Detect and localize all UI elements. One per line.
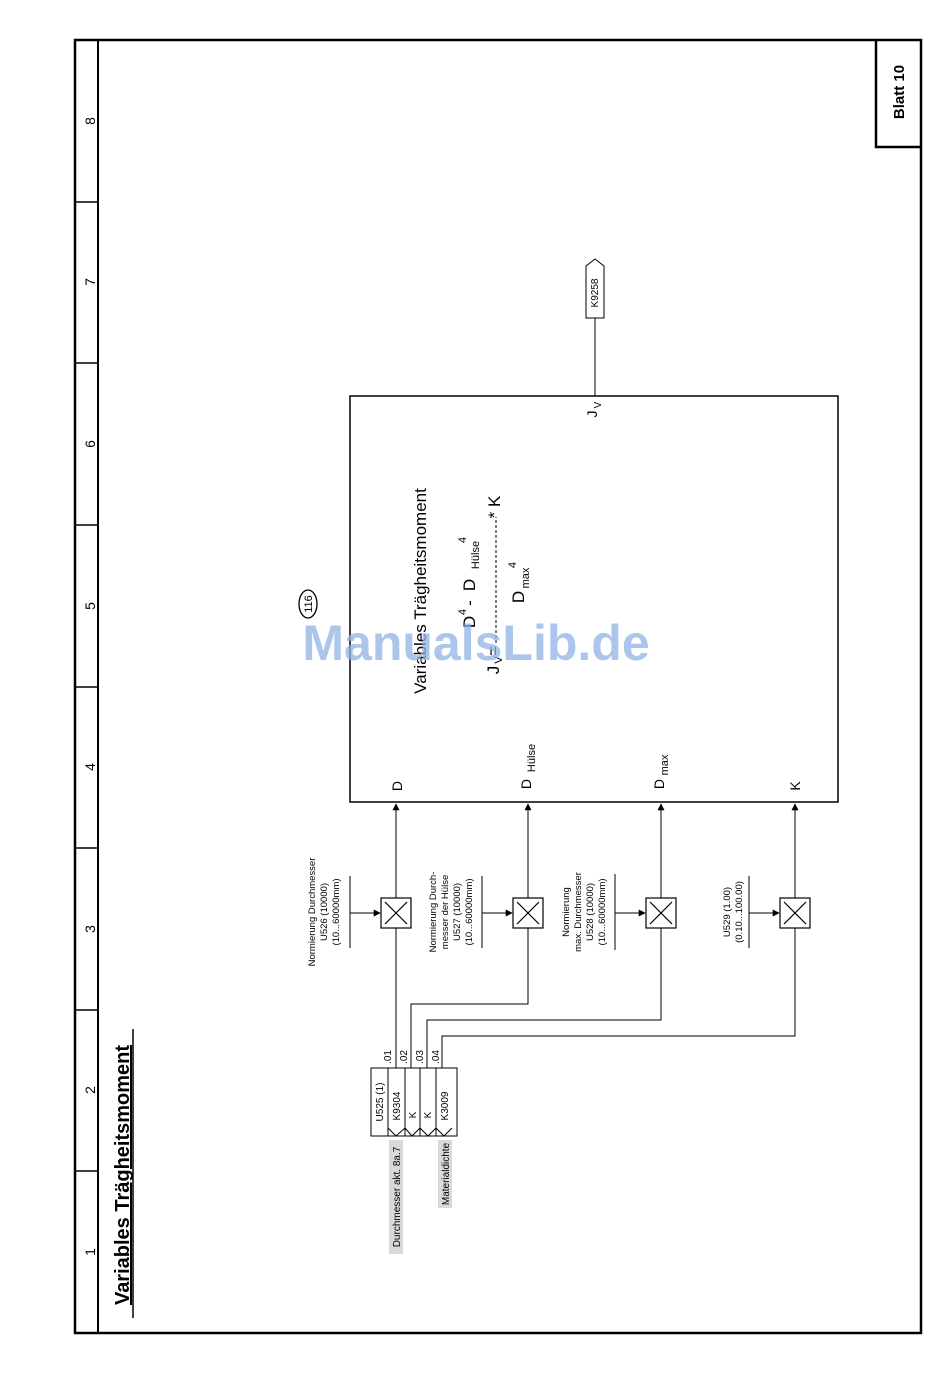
output-label-jv-sub: V (593, 401, 604, 408)
multiplier-4 (779, 897, 811, 929)
svg-text:(10...60000mm): (10...60000mm) (597, 878, 608, 945)
output-label-jv: J (584, 411, 600, 418)
column-number-6: 6 (82, 440, 98, 448)
param-text-1: Normierung Durchmesser U526 (10000) (10.… (307, 858, 342, 967)
svg-text:messer der Hülse: messer der Hülse (440, 875, 451, 949)
selector-input-3: K (423, 1111, 434, 1118)
multiplier-output-arrows (392, 803, 799, 898)
output-connector-label: K9258 (590, 278, 601, 307)
block-number: 116 (303, 595, 315, 613)
formula-minus: - (460, 600, 479, 606)
formula-num-exp: 4 (457, 609, 469, 615)
column-number-5: 5 (82, 602, 98, 610)
input-label-d-huelse-sub: Hülse (526, 744, 538, 772)
block-number-circle (298, 589, 318, 619)
sheet-label: Blatt 10 (891, 65, 908, 119)
svg-text:Normierung Durch-: Normierung Durch- (428, 872, 439, 953)
selector-input-1: K9304 (392, 1091, 403, 1120)
label-bg-density (438, 1140, 452, 1208)
formula-eq: = (484, 646, 503, 656)
sheet-title: Variables Trägheitsmoment (112, 1045, 134, 1305)
output-connector (585, 258, 605, 319)
selector-input-4: K3009 (440, 1091, 451, 1120)
formula-num-d2-exp: 4 (457, 537, 469, 543)
function-block (349, 395, 839, 803)
label-density: Materialdichte (441, 1142, 452, 1205)
param-text-3: Normierung max. Durchmesser U528 (10000)… (561, 872, 608, 952)
column-number-7: 7 (82, 278, 98, 286)
input-label-d-max-sub: max (659, 754, 671, 775)
column-number-1: 1 (82, 1248, 98, 1256)
formula-num-d: D (460, 616, 479, 628)
parameter-underlines (349, 874, 750, 950)
column-dividers (75, 201, 98, 1172)
svg-text:U529 (1.00): U529 (1.00) (722, 887, 733, 937)
input-label-d-huelse: D (518, 779, 534, 789)
column-number-3: 3 (82, 925, 98, 933)
watermark: ManualsLib.de (302, 615, 649, 671)
column-number-8: 8 (82, 117, 98, 125)
input-label-d: D (389, 781, 405, 791)
formula-den-exp: 4 (507, 562, 519, 568)
svg-text:(0.10...100.00): (0.10...100.00) (734, 881, 745, 943)
svg-text:U528 (10000): U528 (10000) (585, 883, 596, 941)
selector-input-2: K (408, 1111, 419, 1118)
formula-den-sub: max (520, 567, 532, 588)
column-number-4: 4 (82, 763, 98, 771)
svg-text:Normierung Durchmesser: Normierung Durchmesser (307, 858, 318, 967)
param-text-4: U529 (1.00) (0.10...100.00) (722, 881, 745, 943)
formula-lhs: J (484, 666, 503, 675)
block-title: Variables Trägheitsmoment (411, 488, 430, 694)
svg-text:U526 (10000): U526 (10000) (319, 883, 330, 941)
block-formula: J V = D 4 - D Hülse 4 * K D max 4 (457, 495, 532, 674)
column-number-2: 2 (82, 1086, 98, 1094)
formula-times-k: * K (485, 495, 504, 518)
selector-index-1: .01 (383, 1050, 394, 1064)
formula-lhs-sub: V (493, 656, 505, 664)
selector-index-4: .04 (431, 1050, 442, 1064)
label-diameter: Durchmesser akt. 8a.7 (392, 1146, 403, 1247)
formula-num-d2-sub: Hülse (470, 541, 482, 569)
param-text-2: Normierung Durch- messer der Hülse U527 … (428, 872, 475, 953)
svg-text:Normierung: Normierung (561, 887, 572, 937)
svg-text:(10...60000mm): (10...60000mm) (464, 878, 475, 945)
svg-text:max. Durchmesser: max. Durchmesser (573, 872, 584, 952)
selector-index-2: .02 (399, 1050, 410, 1064)
input-label-k: K (787, 781, 803, 791)
multiplier-3 (645, 897, 677, 929)
multiplier-2 (512, 897, 544, 929)
formula-den-d: D (509, 591, 528, 603)
selector-wiring (395, 928, 796, 1068)
svg-text:U527 (10000): U527 (10000) (452, 883, 463, 941)
label-bg-diameter (389, 1140, 403, 1254)
selector-block (370, 1067, 458, 1137)
sheet-label-box (874, 40, 921, 149)
formula-num-d2: D (460, 579, 479, 591)
svg-text:(10...60000mm): (10...60000mm) (331, 878, 342, 945)
multiplier-1 (380, 897, 412, 929)
selector-index-3: .03 (415, 1050, 426, 1064)
input-label-d-max: D (651, 779, 667, 789)
selector-param: U525 (1) (375, 1083, 386, 1122)
